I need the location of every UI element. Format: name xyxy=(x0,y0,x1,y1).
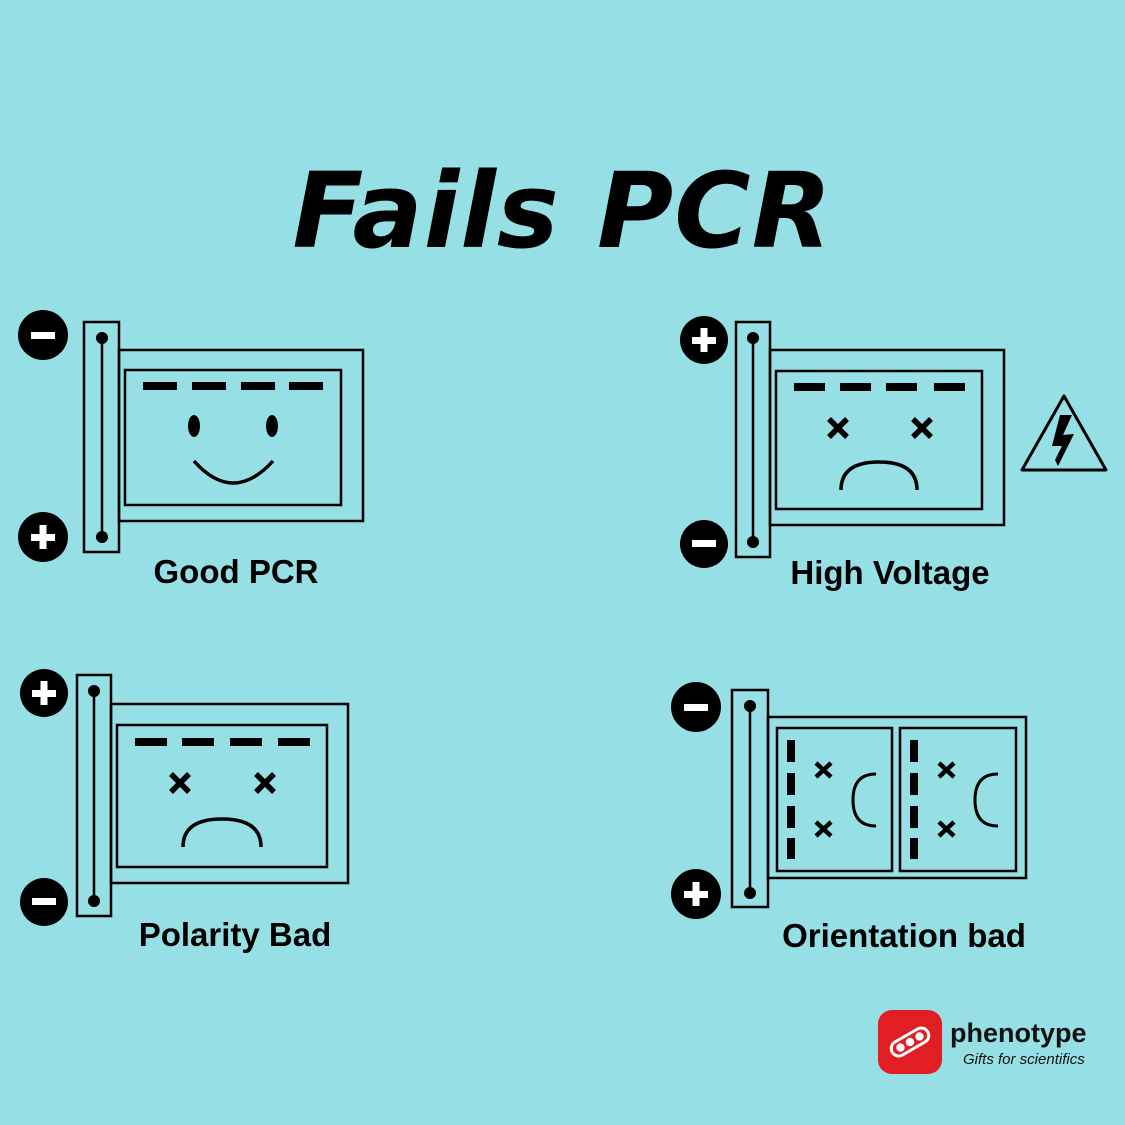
page-title: Fails PCR xyxy=(292,150,833,272)
minus-electrode-icon xyxy=(680,520,728,568)
plus-electrode-icon xyxy=(680,316,728,364)
minus-electrode-icon xyxy=(18,310,68,360)
caption-good-pcr: Good PCR xyxy=(153,553,319,590)
pea-pod-icon xyxy=(889,1026,931,1058)
plus-electrode-icon xyxy=(671,869,721,919)
caption-orientation-bad: Orientation bad xyxy=(782,917,1026,954)
brand-tagline: Gifts for scientifics xyxy=(963,1051,1085,1068)
plus-electrode-icon xyxy=(20,669,68,717)
caption-polarity-bad: Polarity Bad xyxy=(138,916,332,953)
plus-electrode-icon xyxy=(18,512,68,562)
minus-electrode-icon xyxy=(671,682,721,732)
brand-logo xyxy=(878,1010,942,1074)
minus-electrode-icon xyxy=(20,878,68,926)
caption-high-voltage: High Voltage xyxy=(790,554,990,591)
high-voltage-icon xyxy=(1020,394,1108,472)
brand-name: phenotype xyxy=(950,1018,1087,1048)
